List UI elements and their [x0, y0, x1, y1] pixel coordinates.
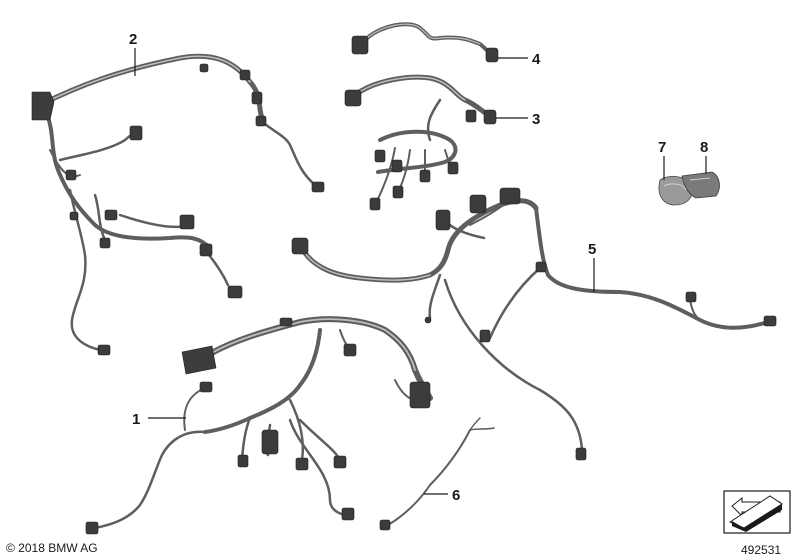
callout-3-label: 3 [532, 111, 540, 128]
wiring-harness-6 [379, 417, 495, 531]
callout-2-label: 2 [129, 31, 137, 48]
callout-3: 3 [496, 111, 540, 128]
callout-5: 5 [588, 241, 596, 292]
callout-4-label: 4 [532, 51, 541, 68]
wiring-harness-2 [31, 53, 325, 356]
wiring-harness-4 [351, 22, 499, 63]
callout-1-label: 1 [132, 411, 140, 428]
callout-6-label: 6 [452, 487, 460, 504]
wiring-harness-3 [344, 74, 497, 211]
callout-1: 1 [132, 411, 186, 428]
callout-4: 4 [498, 51, 541, 68]
callout-2: 2 [129, 31, 137, 76]
arrow-icon [723, 490, 791, 534]
callout-7: 7 [658, 139, 666, 180]
callout-7-label: 7 [658, 139, 666, 156]
callout-6: 6 [424, 487, 460, 504]
wiring-harness-5 [291, 187, 777, 461]
callout-8-label: 8 [700, 139, 708, 156]
callout-5-label: 5 [588, 241, 596, 258]
part-8-bracket [681, 171, 720, 199]
wiring-harness-1 [85, 316, 433, 535]
diagram-reference-number: 492531 [741, 543, 782, 557]
callout-8: 8 [700, 139, 708, 174]
copyright-text: © 2018 BMW AG [6, 541, 98, 555]
